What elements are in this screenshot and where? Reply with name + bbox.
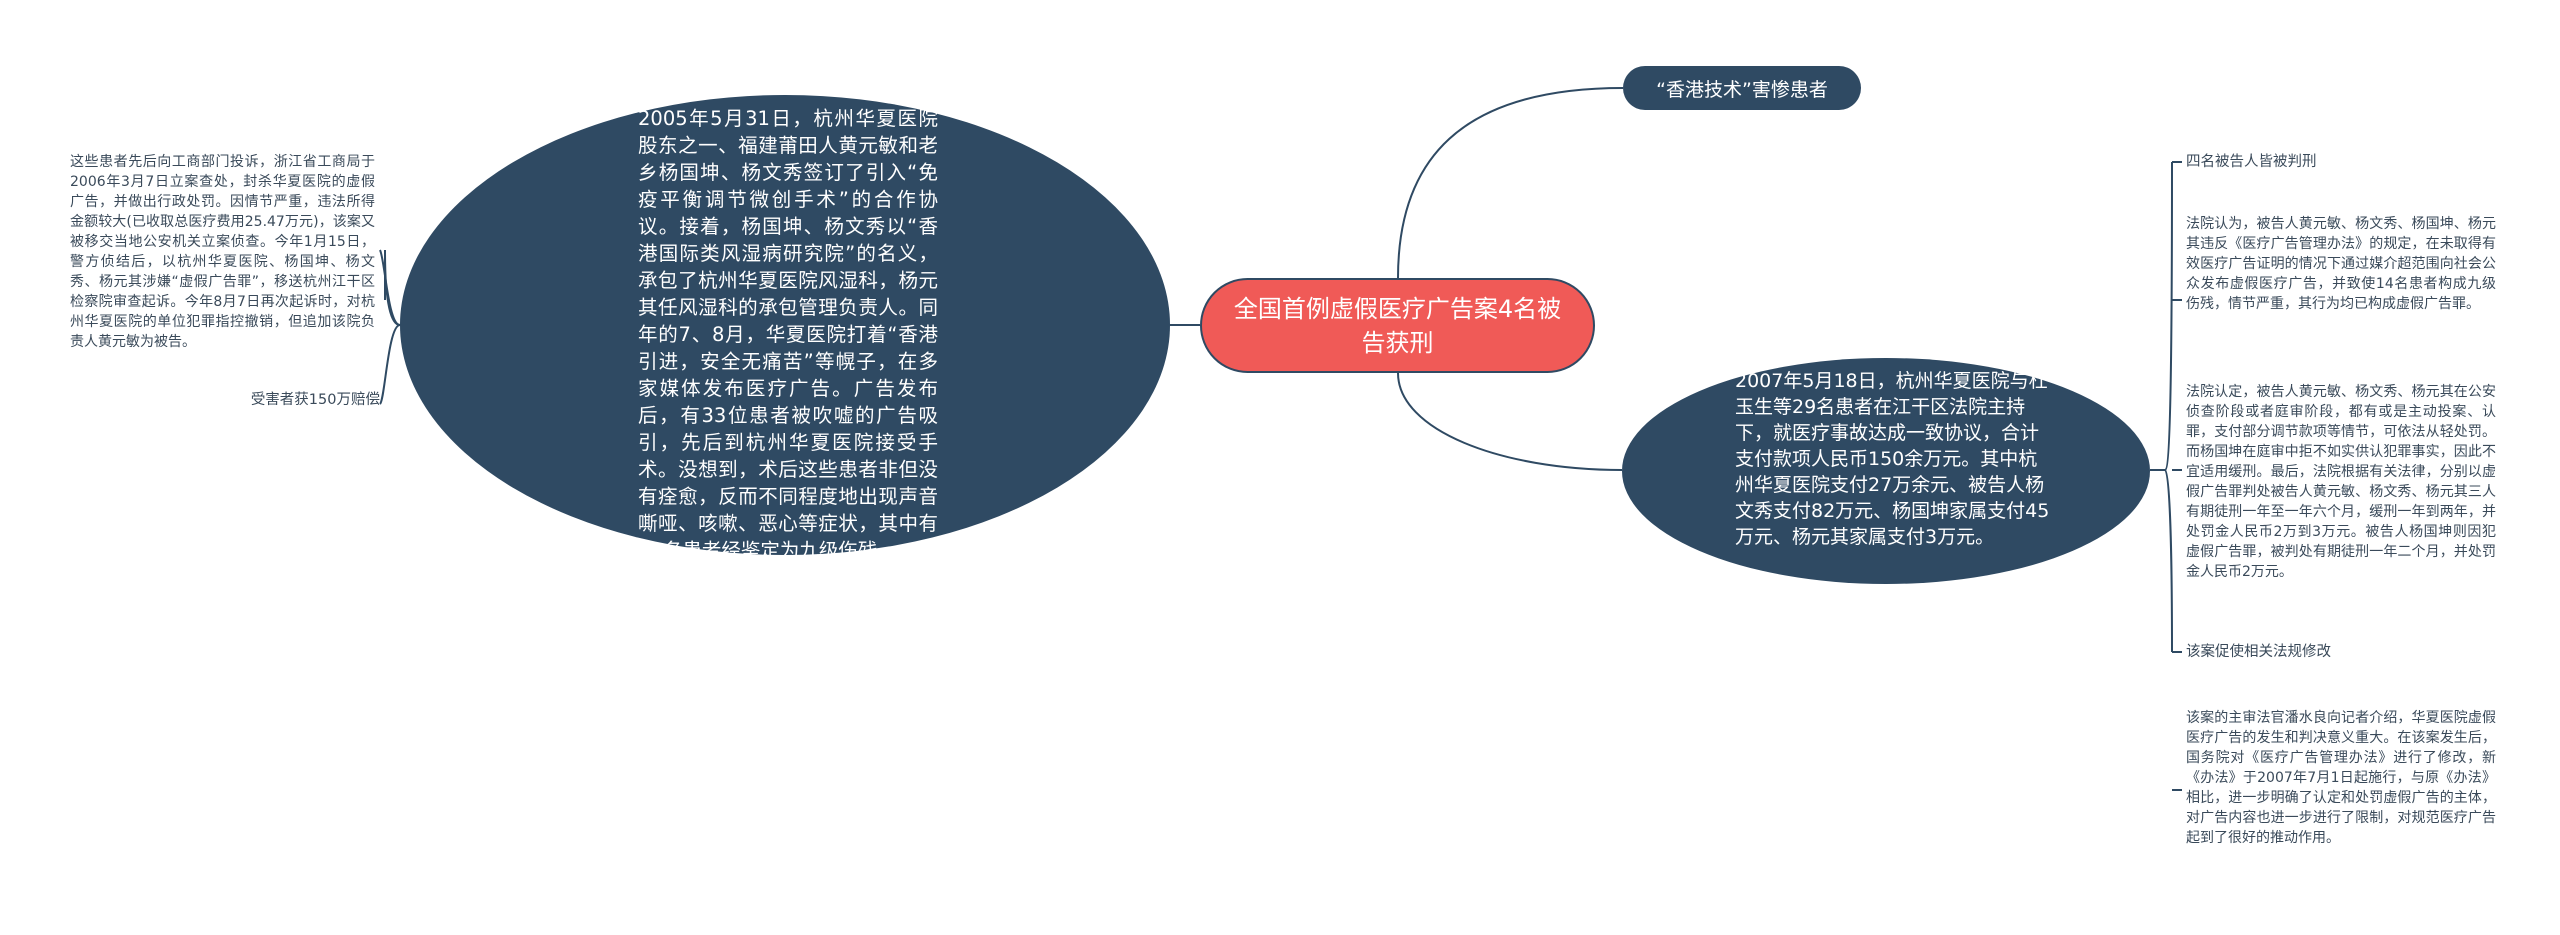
right-note-sentenced-title: 四名被告人皆被判刑	[2186, 154, 2317, 170]
link-root-top	[1397, 87, 1624, 279]
left-branch-node[interactable]: 2005年5月31日，杭州华夏医院股东之一、福建莆田人黄元敏和老乡杨国坤、杨文秀…	[400, 95, 1170, 562]
right-branch-node[interactable]: 2007年5月18日，杭州华夏医院与杜玉生等29名患者在江干区法院主持下，就医疗…	[1622, 358, 2150, 584]
right-note-court-ruling: 法院认定，被告人黄元敏、杨文秀、杨元其在公安侦查阶段或者庭审阶段，都有或是主动投…	[2186, 384, 2496, 580]
left-note-compensation: 受害者获150万赔偿	[250, 392, 380, 408]
left-note: 这些患者先后向工商部门投诉，浙江省工商局于2006年3月7日立案查处，封杀华夏医…	[70, 154, 375, 350]
root-node[interactable]: 全国首例虚假医疗广告案4名被告获刑	[1200, 278, 1595, 373]
right-note-court-opinion: 法院认为，被告人黄元敏、杨文秀、杨国坤、杨元其违反《医疗广告管理办法》的规定，在…	[2186, 216, 2496, 312]
left-branch-label: 2005年5月31日，杭州华夏医院股东之一、福建莆田人黄元敏和老乡杨国坤、杨文秀…	[638, 107, 938, 562]
top-branch-label: “香港技术”害惨患者	[1656, 78, 1828, 101]
right-branch-label: 2007年5月18日，杭州华夏医院与杜玉生等29名患者在江干区法院主持下，就医疗…	[1735, 370, 2050, 548]
right-note-law-revision: 该案的主审法官潘水良向记者介绍，华夏医院虚假医疗广告的发生和判决意义重大。在该案…	[2186, 710, 2496, 846]
top-branch-node[interactable]: “香港技术”害惨患者	[1623, 66, 1861, 110]
root-label: 全国首例虚假医疗广告案4名被告获刑	[1233, 294, 1562, 357]
right-note-law-revision-title: 该案促使相关法规修改	[2186, 644, 2331, 660]
link-root-right	[1397, 372, 1623, 471]
